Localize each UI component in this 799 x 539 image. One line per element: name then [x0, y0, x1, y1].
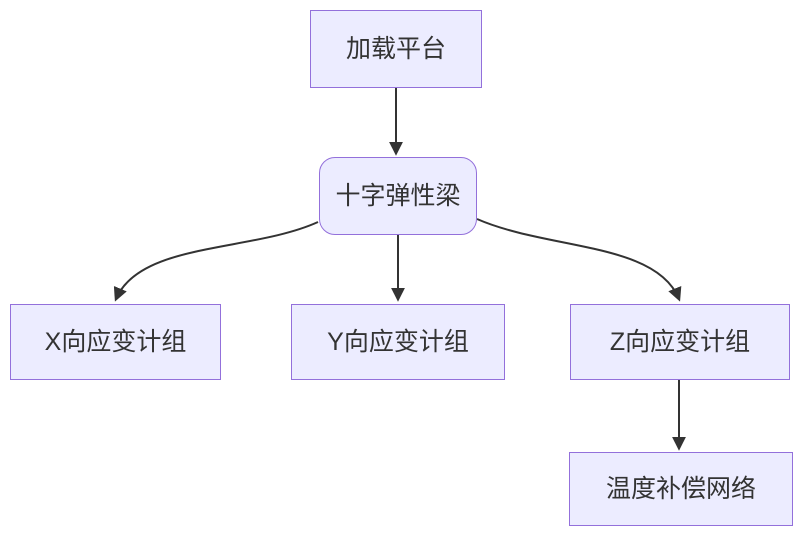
node-temp-comp: 温度补偿网络 [569, 452, 793, 526]
node-z-strain: Z向应变计组 [570, 304, 790, 380]
node-temp-comp-label: 温度补偿网络 [605, 475, 756, 503]
node-cross-beam: 十字弹性梁 [319, 157, 477, 235]
node-x-strain-label: X向应变计组 [44, 328, 187, 356]
node-x-strain: X向应变计组 [10, 304, 221, 380]
node-y-strain: Y向应变计组 [291, 304, 505, 380]
edge-cross-beam-to-x-strain [113, 221, 319, 302]
node-loading-platform: 加载平台 [310, 10, 482, 88]
node-cross-beam-label: 十字弹性梁 [335, 182, 461, 210]
node-z-strain-label: Z向应变计组 [609, 328, 751, 356]
edge-cross-beam-to-z-strain [476, 218, 682, 302]
node-loading-platform-label: 加载平台 [345, 35, 446, 63]
node-y-strain-label: Y向应变计组 [327, 328, 469, 356]
